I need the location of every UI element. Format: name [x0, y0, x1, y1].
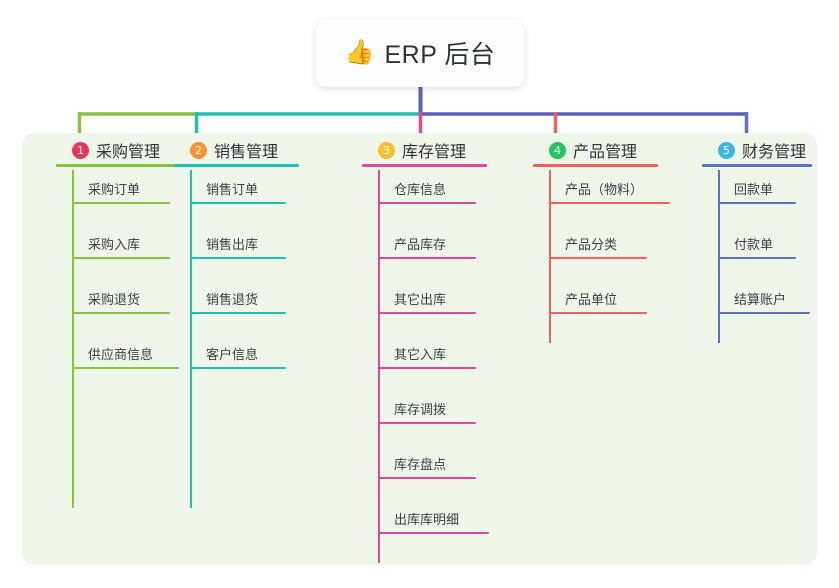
- leaf-rule: [72, 202, 170, 204]
- root-node[interactable]: 👍 ERP 后台: [316, 19, 524, 87]
- root-node-label: ERP 后台: [384, 41, 496, 69]
- leaf-label: 采购退货: [88, 292, 141, 307]
- leaf-item[interactable]: 采购退货: [72, 289, 170, 314]
- leaf-item[interactable]: 采购入库: [72, 234, 170, 259]
- leaf-label: 结算账户: [734, 292, 787, 307]
- leaf-label: 供应商信息: [88, 347, 154, 362]
- leaf-rule: [549, 257, 647, 259]
- leaf-label: 出库库明细: [394, 512, 460, 527]
- leaf-rule: [718, 312, 810, 314]
- thumbs-up-icon: 👍: [344, 39, 375, 66]
- leaf-label: 销售出库: [206, 237, 259, 252]
- leaf-rule: [378, 532, 489, 534]
- branch-header-3[interactable]: 3 库存管理: [362, 133, 487, 167]
- branch-header-5[interactable]: 5 财务管理: [702, 133, 812, 167]
- leaf-item[interactable]: 销售退货: [190, 289, 286, 314]
- branch-column-3: 3 库存管理 仓库信息 产品库存 其它出库 其它入库 库存调: [362, 133, 489, 563]
- leaf-rule: [378, 477, 476, 479]
- leaf-label: 付款单: [734, 237, 774, 252]
- branch-spine-1: [72, 170, 74, 508]
- leaf-label: 库存调拨: [394, 402, 447, 417]
- branch-column-2: 2 销售管理 销售订单 销售出库 销售退货 客户信息: [174, 133, 299, 508]
- leaf-label: 产品单位: [565, 292, 618, 307]
- leaf-label: 销售订单: [206, 182, 259, 197]
- leaf-rule: [378, 422, 476, 424]
- leaf-item[interactable]: 出库库明细: [378, 509, 489, 534]
- leaf-item[interactable]: 产品库存: [378, 234, 476, 259]
- leaf-rule: [378, 312, 476, 314]
- branch-spine-3: [378, 170, 380, 563]
- leaf-label: 其它入库: [394, 347, 447, 362]
- leaf-rule: [190, 257, 286, 259]
- leaf-label: 仓库信息: [394, 182, 447, 197]
- leaf-rule: [718, 202, 796, 204]
- leaf-label: 销售退货: [206, 292, 259, 307]
- leaf-rule: [378, 202, 476, 204]
- leaf-item[interactable]: 产品单位: [549, 289, 647, 314]
- branch-spine-2: [190, 170, 192, 508]
- branch-header-4[interactable]: 4 产品管理: [533, 133, 658, 167]
- leaf-rule: [378, 257, 476, 259]
- leaf-item[interactable]: 付款单: [718, 234, 796, 259]
- leaf-rule: [549, 312, 647, 314]
- leaf-item[interactable]: 仓库信息: [378, 179, 476, 204]
- leaf-item[interactable]: 产品（物料）: [549, 179, 670, 204]
- branches-panel: 1 采购管理 采购订单 采购入库 采购退货 供应商信息: [22, 133, 817, 565]
- branch-spine-4: [549, 170, 551, 343]
- leaf-item[interactable]: 库存盘点: [378, 454, 476, 479]
- leaf-label: 产品库存: [394, 237, 447, 252]
- branch-badge-3: 3: [378, 141, 395, 159]
- branch-header-1[interactable]: 1 采购管理: [56, 133, 181, 167]
- leaf-label: 产品（物料）: [565, 182, 644, 197]
- leaf-label: 其它出库: [394, 292, 447, 307]
- leaf-rule: [72, 312, 170, 314]
- branch-title-2: 销售管理: [214, 144, 279, 161]
- leaf-item[interactable]: 销售订单: [190, 179, 286, 204]
- branch-badge-4: 4: [549, 141, 566, 159]
- leaf-item[interactable]: 客户信息: [190, 344, 286, 369]
- leaf-label: 产品分类: [565, 237, 618, 252]
- branch-header-rule-4: [533, 164, 658, 167]
- leaf-rule: [549, 202, 670, 204]
- branch-column-4: 4 产品管理 产品（物料） 产品分类 产品单位: [533, 133, 670, 343]
- leaf-rule: [72, 367, 179, 369]
- branch-badge-1: 1: [72, 141, 89, 159]
- leaf-rule: [190, 202, 286, 204]
- branch-spine-5: [718, 170, 720, 343]
- branch-title-4: 产品管理: [573, 144, 638, 161]
- leaf-rule: [718, 257, 796, 259]
- leaf-item[interactable]: 其它入库: [378, 344, 476, 369]
- branch-header-rule-1: [56, 164, 181, 167]
- leaf-label: 客户信息: [206, 347, 259, 362]
- leaf-item[interactable]: 销售出库: [190, 234, 286, 259]
- branch-column-1: 1 采购管理 采购订单 采购入库 采购退货 供应商信息: [56, 133, 181, 508]
- branch-title-3: 库存管理: [402, 144, 467, 161]
- branch-title-5: 财务管理: [742, 144, 807, 161]
- leaf-item[interactable]: 供应商信息: [72, 344, 179, 369]
- leaf-rule: [72, 257, 170, 259]
- leaf-item[interactable]: 库存调拨: [378, 399, 476, 424]
- branch-title-1: 采购管理: [96, 144, 161, 161]
- leaf-label: 采购入库: [88, 237, 141, 252]
- leaf-rule: [378, 367, 476, 369]
- leaf-label: 回款单: [734, 182, 774, 197]
- branch-header-rule-2: [174, 164, 299, 167]
- leaf-item[interactable]: 采购订单: [72, 179, 170, 204]
- branch-badge-5: 5: [718, 141, 735, 159]
- branch-header-rule-5: [702, 164, 812, 167]
- branch-column-5: 5 财务管理 回款单 付款单 结算账户: [702, 133, 812, 343]
- branch-badge-2: 2: [190, 141, 207, 159]
- leaf-rule: [190, 367, 286, 369]
- leaf-item[interactable]: 产品分类: [549, 234, 647, 259]
- branch-header-2[interactable]: 2 销售管理: [174, 133, 299, 167]
- leaf-item[interactable]: 结算账户: [718, 289, 810, 314]
- leaf-label: 库存盘点: [394, 457, 447, 472]
- leaf-item[interactable]: 其它出库: [378, 289, 476, 314]
- branch-header-rule-3: [362, 164, 487, 167]
- leaf-label: 采购订单: [88, 182, 141, 197]
- leaf-item[interactable]: 回款单: [718, 179, 796, 204]
- leaf-rule: [190, 312, 286, 314]
